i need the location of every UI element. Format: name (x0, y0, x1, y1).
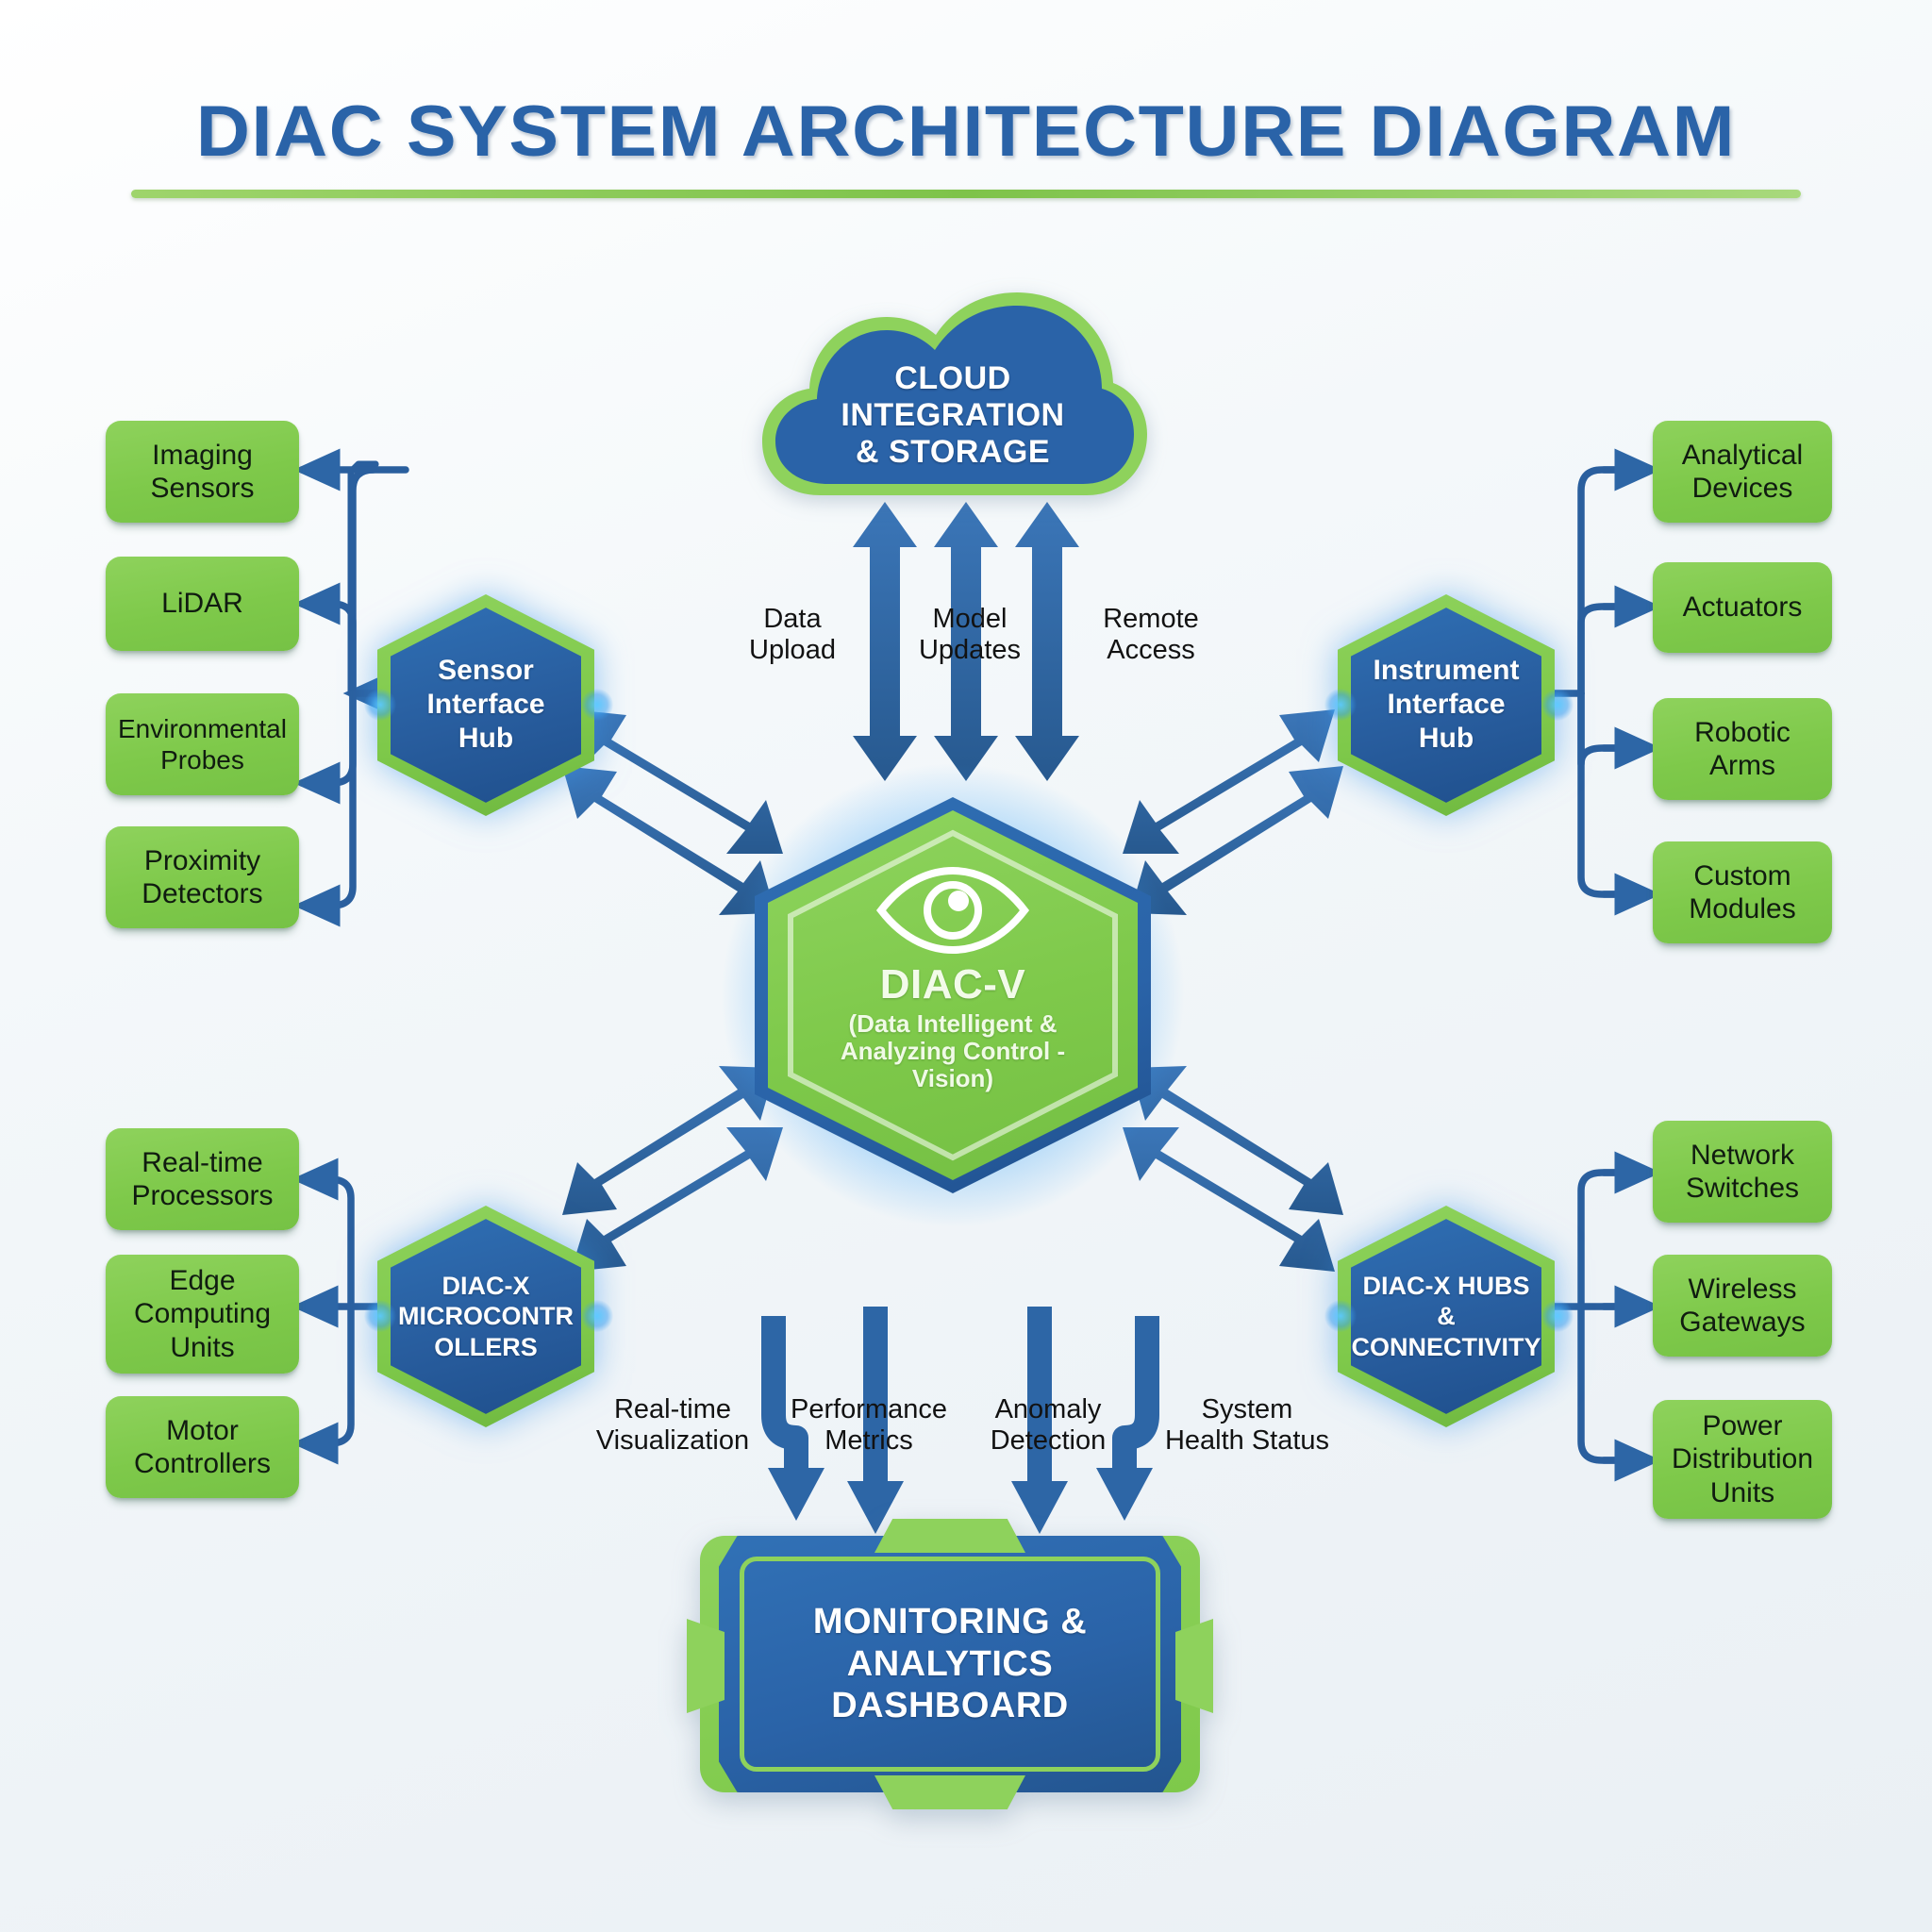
hub-instrument-interface[interactable]: Instrument Interface Hub (1338, 594, 1555, 816)
flow-label-anomaly-detection: Anomaly Detection (990, 1394, 1107, 1457)
hub-outer-hex: Sensor Interface Hub (377, 594, 594, 816)
cloud-node[interactable]: CLOUD INTEGRATION & STORAGE (755, 283, 1151, 509)
leaf-label: Actuators (1682, 591, 1803, 624)
eye-icon (875, 866, 1030, 955)
leaf-custom-modules[interactable]: Custom Modules (1653, 841, 1832, 943)
leaf-motor-controllers[interactable]: Motor Controllers (106, 1396, 299, 1498)
dashboard-tab-bottom (874, 1775, 1025, 1809)
dashboard-tab-left (687, 1619, 724, 1713)
leaf-realtime-processors[interactable]: Real-time Processors (106, 1128, 299, 1230)
leaf-network-switches[interactable]: Network Switches (1653, 1121, 1832, 1223)
leaf-label: Real-time Processors (131, 1146, 274, 1211)
leaf-edge-computing-units[interactable]: Edge Computing Units (106, 1255, 299, 1374)
leaf-robotic-arms[interactable]: Robotic Arms (1653, 698, 1832, 800)
leaf-label: Proximity Detectors (142, 844, 263, 909)
hub-outer-hex: DIAC-X MICROCONTR OLLERS (377, 1206, 594, 1427)
leaf-label: Wireless Gateways (1679, 1273, 1806, 1338)
flow-label-system-health-status: System Health Status (1164, 1394, 1330, 1457)
cloud-label: CLOUD INTEGRATION & STORAGE (841, 360, 1065, 471)
leaf-actuators[interactable]: Actuators (1653, 562, 1832, 653)
leaf-label: Motor Controllers (133, 1414, 272, 1479)
leaf-label: Edge Computing Units (133, 1264, 272, 1363)
leaf-label: Environmental Probes (118, 713, 287, 774)
dashboard-tab-top (874, 1519, 1025, 1553)
leaf-label: Robotic Arms (1694, 716, 1790, 781)
cloud-icon (762, 292, 1147, 495)
leaf-imaging-sensors[interactable]: Imaging Sensors (106, 421, 299, 523)
leaf-label: Imaging Sensors (150, 439, 255, 504)
monitoring-analytics-dashboard[interactable]: MONITORING & ANALYTICS DASHBOARD (687, 1519, 1213, 1809)
dashboard-inner-border (740, 1557, 1160, 1772)
title-block: DIAC SYSTEM ARCHITECTURE DIAGRAM (0, 91, 1932, 198)
hub-diac-x-microcontrollers[interactable]: DIAC-X MICROCONTR OLLERS (377, 1206, 594, 1427)
flow-label-realtime-visualization: Real-time Visualization (595, 1394, 750, 1457)
hub-outer-hex: DIAC-X HUBS & CONNECTIVITY (1338, 1206, 1555, 1427)
hub-connectivity-label: DIAC-X HUBS & CONNECTIVITY (1350, 1219, 1542, 1414)
core-title: DIAC-V (879, 961, 1026, 1008)
title-underline-divider (131, 190, 1801, 198)
hub-diac-x-connectivity[interactable]: DIAC-X HUBS & CONNECTIVITY (1338, 1206, 1555, 1427)
hub-instrument-label: Instrument Interface Hub (1350, 608, 1542, 803)
leaf-label: Analytical Devices (1681, 439, 1804, 504)
flow-label-model-updates: Model Updates (918, 604, 1021, 666)
hub-sensor-label: Sensor Interface Hub (390, 608, 582, 803)
dashboard-label: MONITORING & ANALYTICS DASHBOARD (812, 1601, 1088, 1726)
leaf-power-distribution-units[interactable]: Power Distribution Units (1653, 1400, 1832, 1519)
flow-label-data-upload: Data Upload (749, 604, 836, 666)
hub-outer-hex: Instrument Interface Hub (1338, 594, 1555, 816)
flow-label-remote-access: Remote Access (1103, 604, 1199, 666)
leaf-label: Network Switches (1685, 1139, 1800, 1204)
leaf-environmental-probes[interactable]: Environmental Probes (106, 693, 299, 795)
dashboard-tab-right (1175, 1619, 1213, 1713)
core-subtitle: (Data Intelligent & Analyzing Control - … (840, 1009, 1066, 1093)
core-content: DIAC-V (Data Intelligent & Analyzing Con… (755, 797, 1151, 1193)
leaf-label: LiDAR (161, 588, 243, 620)
leaf-analytical-devices[interactable]: Analytical Devices (1653, 421, 1832, 523)
leaf-lidar[interactable]: LiDAR (106, 557, 299, 651)
dashboard-panel (719, 1536, 1181, 1792)
core-node-diac-v[interactable]: DIAC-V (Data Intelligent & Analyzing Con… (719, 761, 1187, 1229)
leaf-wireless-gateways[interactable]: Wireless Gateways (1653, 1255, 1832, 1357)
page-title: DIAC SYSTEM ARCHITECTURE DIAGRAM (195, 92, 1737, 172)
hub-microcontrollers-label: DIAC-X MICROCONTR OLLERS (390, 1219, 582, 1414)
flow-label-performance-metrics: Performance Metrics (790, 1394, 947, 1457)
leaf-label: Power Distribution Units (1671, 1409, 1814, 1508)
hub-sensor-interface[interactable]: Sensor Interface Hub (377, 594, 594, 816)
leaf-proximity-detectors[interactable]: Proximity Detectors (106, 826, 299, 928)
leaf-label: Custom Modules (1689, 859, 1796, 924)
